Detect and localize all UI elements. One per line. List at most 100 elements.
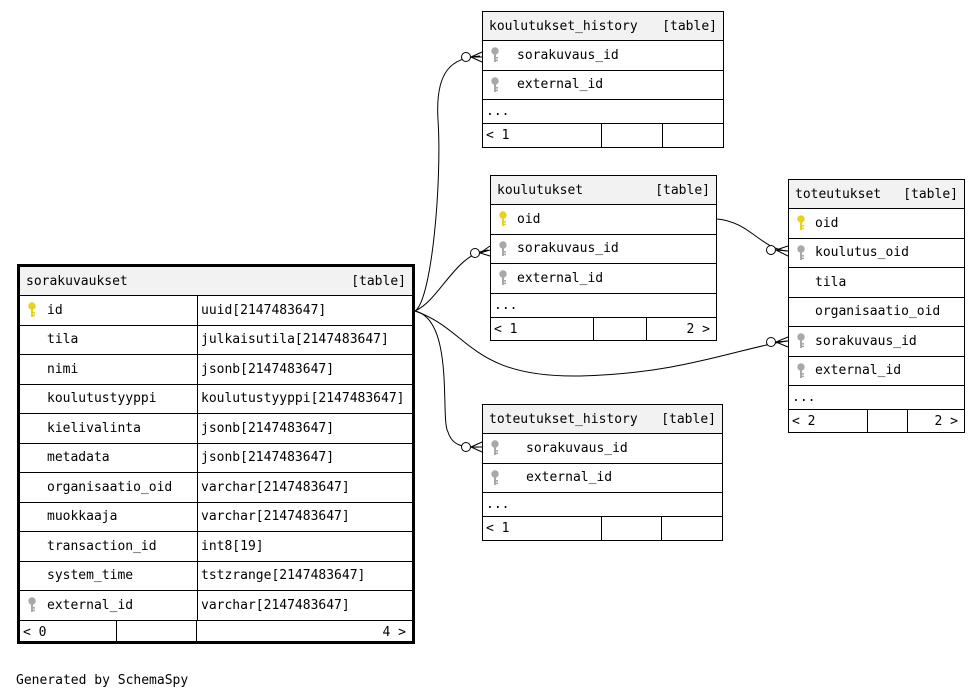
column-row[interactable]: koulutustyyppi koulutustyyppi[2147483647] <box>20 384 412 414</box>
edge-koulutukset <box>414 249 489 312</box>
column-name: sorakuvaus_id <box>526 440 628 456</box>
column-name: external_id <box>47 597 134 613</box>
column-name: kielivalinta <box>47 420 141 436</box>
table-footer: < 0 4 > <box>20 620 412 644</box>
column-type: varchar[2147483647] <box>197 473 350 502</box>
table-footer: < 1 <box>483 517 722 540</box>
column-row[interactable]: tila julkaisutila[2147483647] <box>20 325 412 355</box>
column-type: varchar[2147483647] <box>197 591 350 620</box>
edge-koulutus-oid <box>716 218 788 252</box>
footer-left: < 1 <box>483 517 602 540</box>
column-row[interactable]: koulutus_oid <box>789 239 964 268</box>
column-row[interactable]: transaction_id int8[19] <box>20 532 412 562</box>
column-row[interactable]: sorakuvaus_id <box>491 235 716 264</box>
column-row[interactable]: external_id <box>483 71 723 100</box>
column-type: jsonb[2147483647] <box>197 443 334 472</box>
column-type: jsonb[2147483647] <box>197 414 334 443</box>
footer-right: 4 > <box>382 624 406 640</box>
column-name: external_id <box>815 363 902 379</box>
crowfoot <box>775 245 789 257</box>
table-sorakuvaukset[interactable]: sorakuvaukset [table] id uuid[2147483647]… <box>17 264 415 644</box>
crowfoot <box>775 336 789 348</box>
column-name: id <box>47 302 63 318</box>
edge-marker <box>766 245 776 255</box>
more-columns: ... <box>491 294 716 318</box>
table-name: toteutukset <box>795 186 882 202</box>
column-name: sorakuvaus_id <box>517 47 619 63</box>
column-type: julkaisutila[2147483647] <box>197 325 389 354</box>
column-row[interactable]: external_id <box>491 264 716 294</box>
column-type: tstzrange[2147483647] <box>197 561 365 590</box>
footer-right <box>662 517 722 540</box>
footer-left: < 0 <box>20 620 117 644</box>
table-footer: < 1 2 > <box>491 317 716 341</box>
table-toteutukset-history[interactable]: toteutukset_history [table] sorakuvaus_i… <box>482 404 723 541</box>
column-row[interactable]: sorakuvaus_id <box>483 41 723 71</box>
table-kind: [table] <box>903 186 958 202</box>
column-type: varchar[2147483647] <box>197 502 350 531</box>
column-row[interactable]: system_time tstzrange[2147483647] <box>20 561 412 591</box>
column-row[interactable]: nimi jsonb[2147483647] <box>20 355 412 385</box>
column-name: nimi <box>47 361 79 377</box>
column-name: sorakuvaus_id <box>517 241 619 257</box>
column-name: external_id <box>517 77 604 93</box>
column-name: oid <box>815 215 839 231</box>
column-name: organisaatio_oid <box>815 304 941 320</box>
column-type: uuid[2147483647] <box>197 296 326 325</box>
column-row[interactable]: external_id varchar[2147483647] <box>20 591 412 621</box>
table-footer: < 2 2 > <box>789 410 964 433</box>
column-row[interactable]: sorakuvaus_id <box>789 327 964 357</box>
edge-koulutukset-history <box>414 55 481 312</box>
column-name: sorakuvaus_id <box>815 333 917 349</box>
table-kind: [table] <box>661 411 716 427</box>
crowfoot <box>470 51 483 63</box>
footer-left: < 1 <box>483 124 602 147</box>
footer-left: < 2 <box>789 410 868 433</box>
column-row[interactable]: organisaatio_oid <box>789 298 964 327</box>
table-name: sorakuvaukset <box>26 273 128 289</box>
table-header: koulutukset_history [table] <box>483 12 723 41</box>
generated-by-text: Generated by SchemaSpy <box>16 673 189 688</box>
table-header: toteutukset_history [table] <box>483 405 722 434</box>
column-row[interactable]: external_id <box>789 357 964 386</box>
footer-right: 2 > <box>934 414 958 429</box>
edge-toteutukset-history <box>414 310 481 448</box>
footer-right: 2 > <box>686 321 710 337</box>
column-name: external_id <box>517 270 604 286</box>
table-koulutukset-history[interactable]: koulutukset_history [table] sorakuvaus_i… <box>482 11 724 148</box>
column-type: jsonb[2147483647] <box>197 355 334 384</box>
column-name: oid <box>517 211 541 227</box>
column-row[interactable]: tila <box>789 268 964 298</box>
column-row[interactable]: kielivalinta jsonb[2147483647] <box>20 414 412 444</box>
footer-left: < 1 <box>491 317 594 341</box>
edge-marker <box>461 52 471 62</box>
column-type: koulutustyyppi[2147483647] <box>197 384 405 413</box>
column-row[interactable]: external_id <box>483 464 722 493</box>
column-name: system_time <box>47 568 134 584</box>
column-row[interactable]: oid <box>789 209 964 239</box>
column-name: transaction_id <box>47 538 157 554</box>
column-row[interactable]: id uuid[2147483647] <box>20 296 412 326</box>
edge-marker <box>766 337 776 347</box>
table-name: koulutukset_history <box>489 18 638 34</box>
table-footer: < 1 <box>483 124 723 147</box>
column-type: int8[19] <box>197 532 264 561</box>
column-name: koulutus_oid <box>815 245 909 261</box>
edge-toteutukset <box>414 310 788 377</box>
column-name: koulutustyyppi <box>47 391 157 407</box>
footer-right <box>663 124 723 147</box>
crowfoot <box>479 245 491 257</box>
table-name: toteutukset_history <box>489 411 638 427</box>
column-name: tila <box>815 274 847 290</box>
table-header: sorakuvaukset [table] <box>20 267 412 296</box>
column-row[interactable]: sorakuvaus_id <box>483 434 722 464</box>
crowfoot <box>470 441 483 453</box>
column-row[interactable]: oid <box>491 205 716 235</box>
edge-marker <box>461 442 471 452</box>
column-name: tila <box>47 332 79 348</box>
